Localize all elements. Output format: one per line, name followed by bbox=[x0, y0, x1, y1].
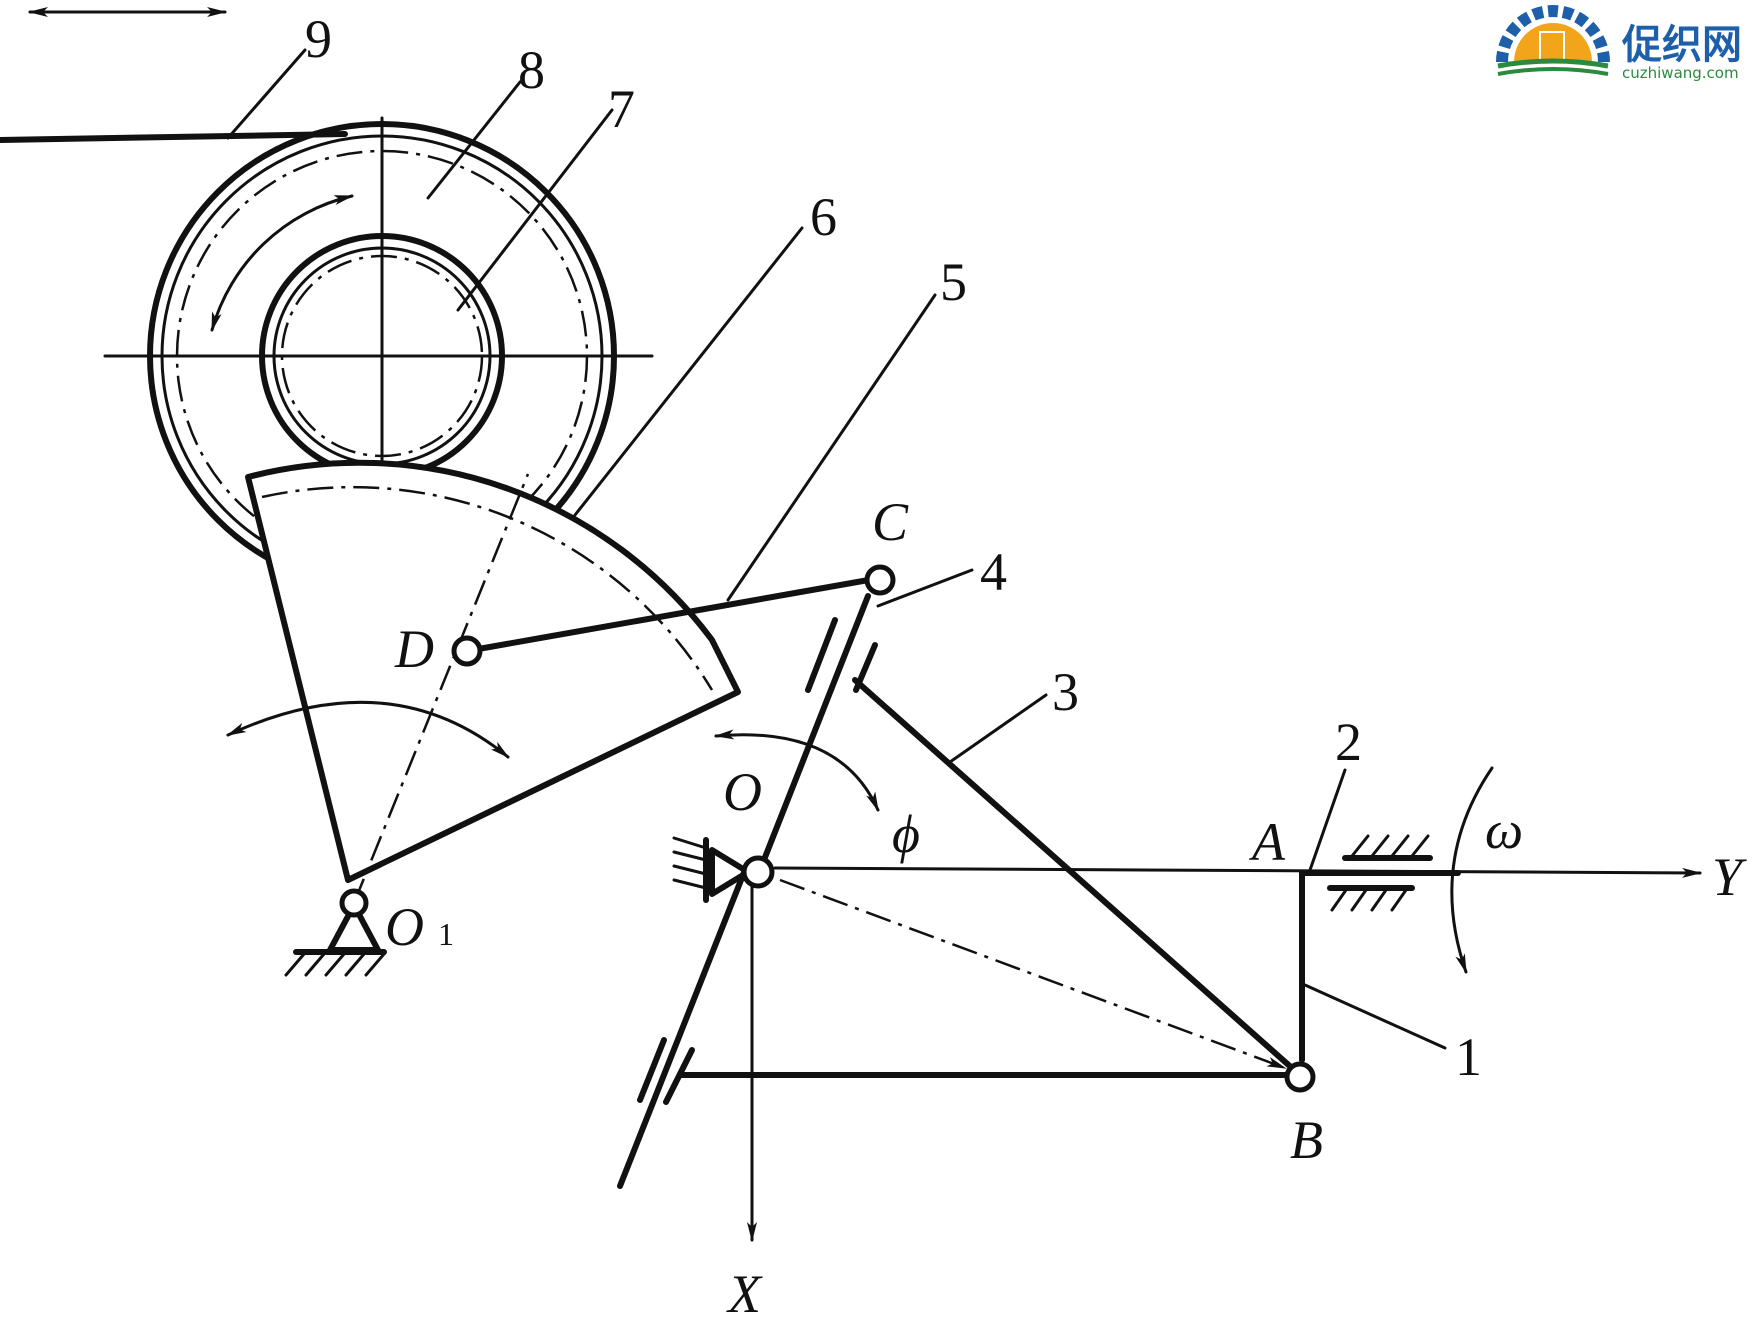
sector-gear-6 bbox=[245, 459, 741, 883]
pin-c bbox=[864, 564, 896, 596]
sector-swing-arrow bbox=[226, 700, 510, 759]
label-1: 1 bbox=[1455, 1027, 1482, 1087]
slider-ground-hatch bbox=[1327, 834, 1433, 912]
pivot-o-support bbox=[672, 836, 751, 903]
label-o1: O bbox=[385, 897, 424, 957]
pin-b bbox=[1284, 1061, 1316, 1093]
watermark-gear-icon bbox=[1496, 5, 1610, 76]
label-9: 9 bbox=[305, 9, 332, 69]
phi-angle-arrow bbox=[714, 729, 880, 812]
label-b: B bbox=[1290, 1110, 1323, 1170]
label-x: X bbox=[726, 1264, 763, 1319]
line-ob bbox=[779, 878, 1287, 1070]
pin-d bbox=[451, 635, 483, 667]
rack-9 bbox=[0, 131, 348, 143]
link-4 bbox=[757, 593, 871, 873]
gear-8-rotation-arrow bbox=[210, 194, 354, 332]
label-omega: ω bbox=[1485, 800, 1523, 860]
label-5: 5 bbox=[940, 252, 967, 312]
watermark-url: cuzhiwang.com bbox=[1622, 64, 1739, 82]
upper-guide-bearing bbox=[805, 617, 878, 693]
label-8: 8 bbox=[518, 40, 545, 100]
label-a: A bbox=[1249, 812, 1286, 872]
label-phi: ϕ bbox=[892, 804, 920, 864]
label-7: 7 bbox=[608, 79, 635, 139]
label-y: Y bbox=[1712, 847, 1747, 907]
link-5 bbox=[464, 575, 883, 654]
label-2: 2 bbox=[1335, 712, 1362, 772]
label-6: 6 bbox=[810, 187, 837, 247]
pivot-o1-support bbox=[284, 902, 387, 977]
label-3: 3 bbox=[1052, 662, 1079, 722]
pin-o1 bbox=[339, 888, 369, 918]
label-4: 4 bbox=[980, 542, 1007, 602]
leader-lines bbox=[226, 48, 1447, 1050]
label-c: C bbox=[872, 492, 909, 552]
y-axis bbox=[773, 866, 1702, 878]
label-d: D bbox=[394, 619, 434, 679]
watermark-logo: 促织网 cuzhiwang.com bbox=[1496, 5, 1742, 82]
guide-rod-lower bbox=[617, 867, 748, 1189]
omega-rotation-arrow bbox=[1450, 766, 1494, 974]
link-3 bbox=[852, 677, 1295, 1071]
label-o1-subscript: 1 bbox=[438, 916, 454, 952]
pin-o bbox=[741, 855, 775, 889]
watermark-name: 促织网 bbox=[1621, 22, 1742, 68]
sector-axis-line bbox=[352, 473, 530, 904]
label-o: O bbox=[723, 762, 762, 822]
